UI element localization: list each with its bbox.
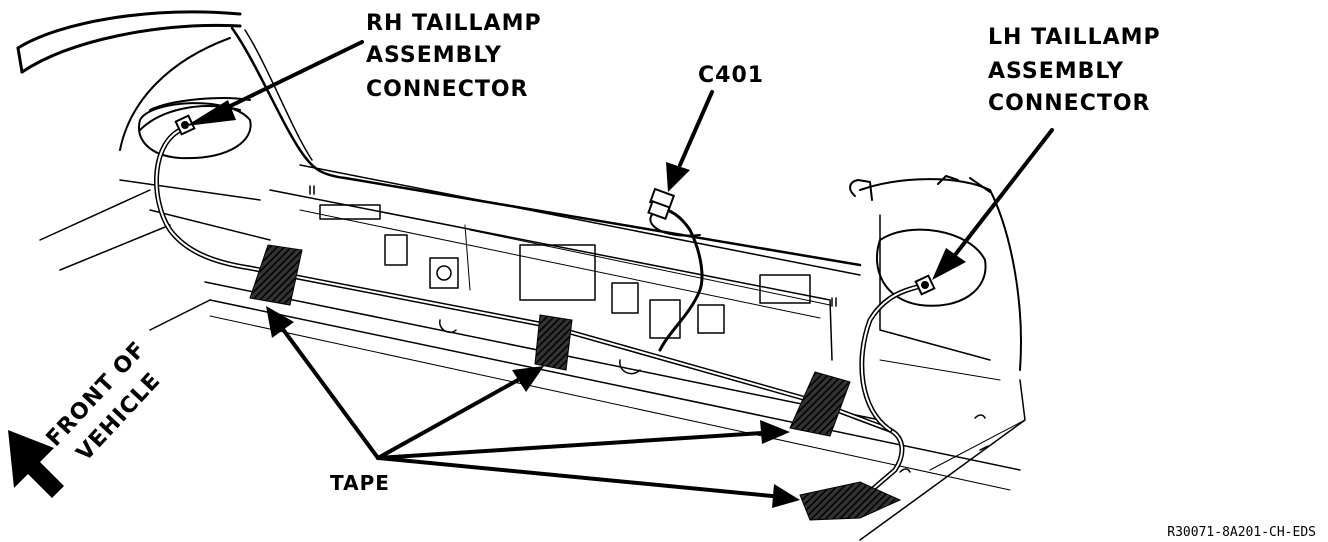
- rh-taillamp-label: RH TAILLAMP ASSEMBLY CONNECTOR: [366, 11, 542, 102]
- tape-patch-4: [799, 481, 902, 521]
- front-of-vehicle-arrow-icon: [8, 430, 64, 498]
- leader-arrows: [186, 40, 1054, 508]
- lh-taillamp-label: LH TAILLAMP ASSEMBLY CONNECTOR: [988, 25, 1161, 116]
- lh-label-line-2: ASSEMBLY: [988, 59, 1124, 84]
- tape-patch-2: [534, 314, 573, 371]
- rh-label-line-2: ASSEMBLY: [366, 43, 502, 68]
- tape-label: TAPE: [330, 471, 390, 495]
- wiring-harness: [154, 125, 928, 503]
- tape-patch-3: [789, 371, 851, 437]
- rh-label-line-1: RH TAILLAMP: [366, 11, 542, 36]
- rh-taillamp-connector: [174, 114, 196, 136]
- tape-patches: [249, 244, 902, 521]
- lh-label-line-3: CONNECTOR: [988, 91, 1151, 116]
- c401-connector: [647, 187, 676, 220]
- lh-label-line-1: LH TAILLAMP: [988, 25, 1161, 50]
- tape-patch-1: [249, 244, 303, 306]
- vehicle-body: [16, 10, 1026, 541]
- front-of-vehicle-label: FRONT OF VEHICLE: [42, 337, 166, 466]
- c401-label: C401: [698, 63, 764, 88]
- lh-taillamp-connector: [914, 274, 936, 296]
- rh-label-line-3: CONNECTOR: [366, 77, 529, 102]
- figure-reference-id: R30071-8A201-CH-EDS: [1167, 525, 1316, 540]
